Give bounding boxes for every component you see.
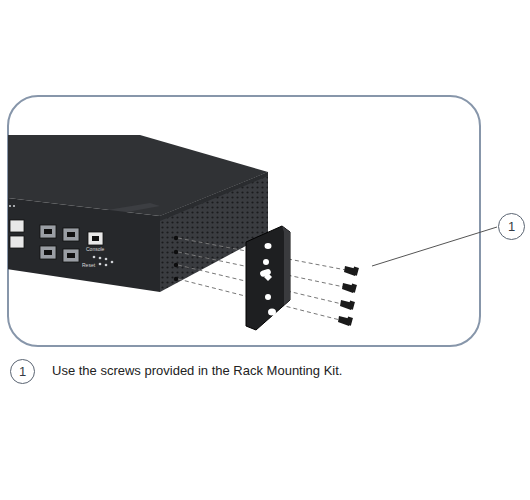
- switch-front: [8, 197, 160, 292]
- port-label: Console: [86, 246, 104, 252]
- screws: [338, 266, 359, 326]
- callout-circle: 1: [498, 213, 525, 240]
- callout-number: 1: [19, 365, 26, 378]
- button-label: Reset: [82, 262, 95, 268]
- caption-callout-circle: 1: [10, 359, 35, 384]
- callout-number: 1: [508, 220, 515, 233]
- leader-line: [372, 227, 497, 266]
- rack-bracket: [246, 226, 290, 330]
- caption: Use the screws provided in the Rack Moun…: [52, 363, 342, 379]
